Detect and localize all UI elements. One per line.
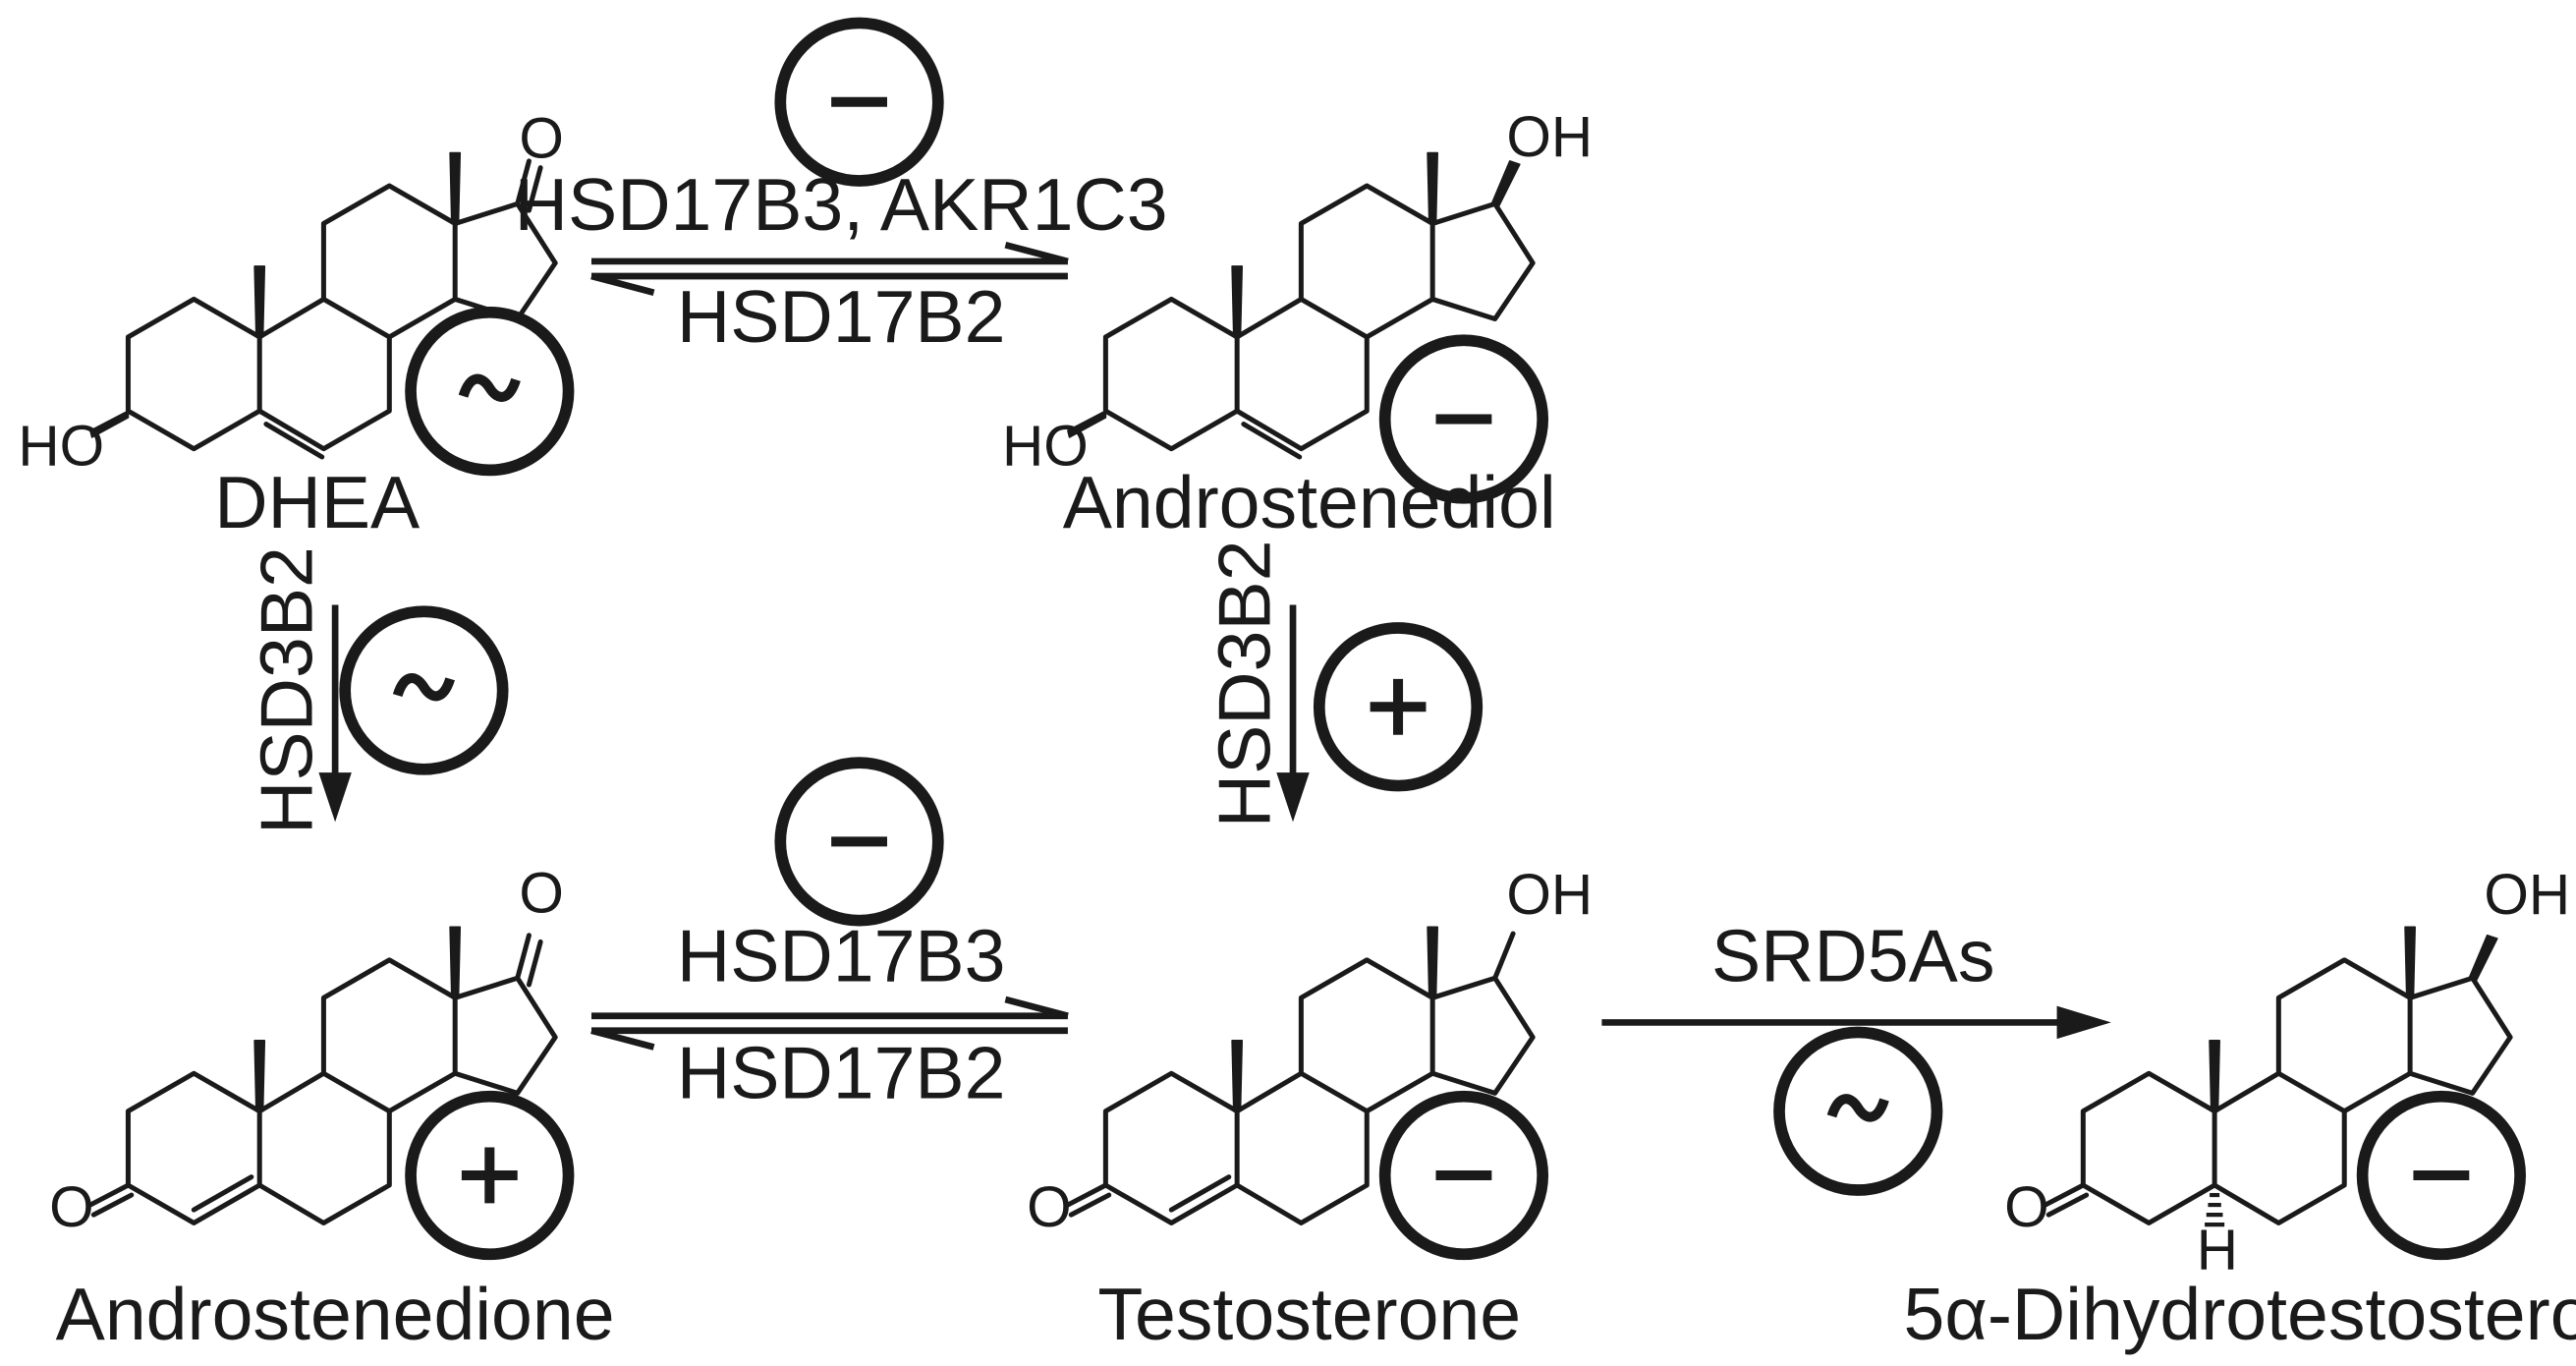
reaction-right-enzyme: SRD5As xyxy=(1711,915,1995,997)
dht-name: 5α-Dihydrotestosterone xyxy=(1904,1273,2576,1355)
testosterone-minus-icon xyxy=(1385,1097,1543,1255)
testosterone-name: Testosterone xyxy=(1097,1273,1521,1355)
androstenedione-structure: O O xyxy=(49,861,564,1238)
reaction-testosterone-dht: SRD5As xyxy=(1601,915,2111,1190)
reaction-bottom-reverse-enzyme: HSD17B2 xyxy=(677,1031,1006,1113)
androstenediol-name: Androstenediol xyxy=(1063,461,1556,543)
reaction-top-forward-enzyme: HSD17B3, AKR1C3 xyxy=(515,163,1168,246)
reaction-androstenedione-testosterone: HSD17B3 HSD17B2 xyxy=(590,763,1069,1113)
dht-oh-label: OH xyxy=(2484,863,2570,927)
androstenediol-oh-label: OH xyxy=(1506,105,1593,169)
testosterone-oh-label: OH xyxy=(1506,863,1593,927)
dhea-name: DHEA xyxy=(214,461,420,543)
androstenediol-ho-label: HO xyxy=(1002,414,1089,478)
reaction-androstenediol-testosterone: HSD3B2 xyxy=(1204,540,1478,827)
reaction-left-tilde-icon xyxy=(345,611,503,769)
dht-5-alpha-hash xyxy=(2205,1192,2225,1227)
reaction-left-enzyme: HSD3B2 xyxy=(246,546,328,834)
androstenedione-o17-label: O xyxy=(519,861,564,925)
reaction-bottom-forward-enzyme: HSD17B3 xyxy=(677,915,1006,997)
reaction-top-minus-icon xyxy=(780,23,938,181)
androstenediol-structure: HO OH xyxy=(1002,105,1593,478)
dhea-3-oh-wedge xyxy=(89,410,130,438)
reaction-top-reverse-enzyme: HSD17B2 xyxy=(677,275,1006,358)
reaction-bottom-minus-icon xyxy=(780,763,938,921)
androstenedione-plus-icon xyxy=(411,1097,569,1255)
reaction-right-tilde-icon xyxy=(1779,1032,1937,1190)
dhea-o-label: O xyxy=(519,107,564,171)
reaction-dhea-androstenedione: HSD3B2 xyxy=(246,546,503,834)
testosterone-o3-label: O xyxy=(1027,1175,1072,1239)
dhea-ho-label: HO xyxy=(18,414,104,478)
testosterone-structure: O OH xyxy=(1027,863,1593,1239)
dhea-structure: HO O xyxy=(18,107,564,479)
androstenedione-name: Androstenedione xyxy=(56,1273,615,1355)
reaction-dhea-androstenediol: HSD17B3, AKR1C3 HSD17B2 xyxy=(515,23,1168,358)
dhea-tilde-icon xyxy=(411,313,569,471)
dht-structure: O OH H xyxy=(2004,863,2570,1281)
dht-o3-label: O xyxy=(2004,1175,2049,1239)
dht-minus-icon xyxy=(2363,1097,2521,1255)
dhea-skeleton xyxy=(128,153,555,457)
androstenedione-o3-label: O xyxy=(49,1175,94,1239)
reaction-middle-enzyme: HSD3B2 xyxy=(1204,540,1286,827)
androstenediol-skeleton xyxy=(1105,153,1533,457)
reaction-middle-plus-icon xyxy=(1319,628,1478,786)
dht-h-label: H xyxy=(2197,1218,2238,1281)
